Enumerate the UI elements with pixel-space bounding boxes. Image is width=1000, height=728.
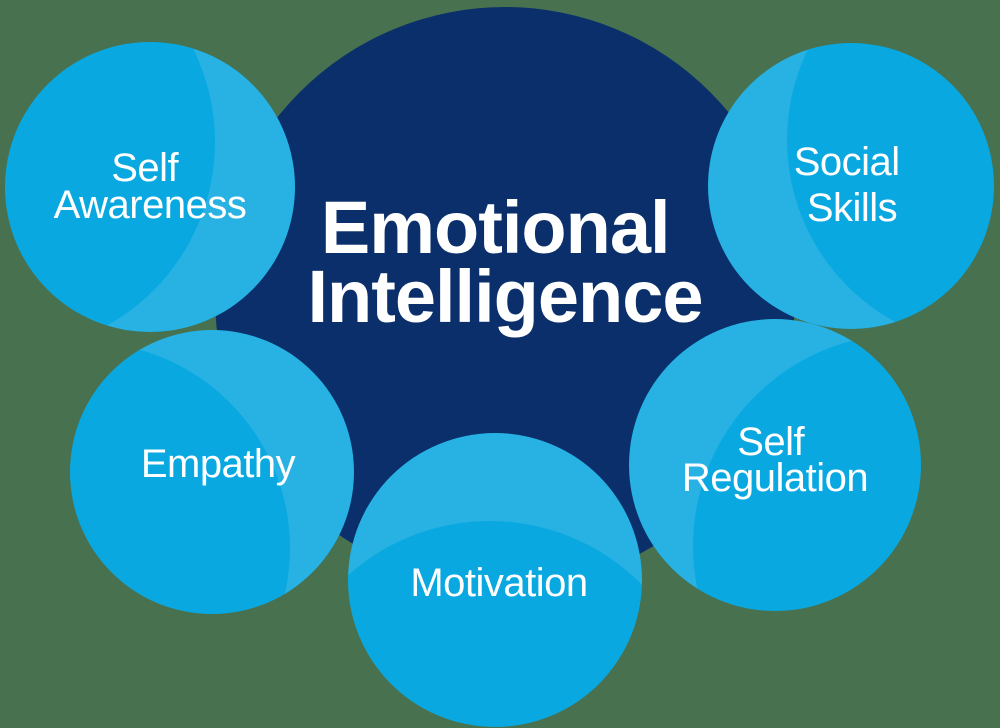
social-skills-label-line1: Social (794, 140, 900, 184)
motivation-label: Motivation (410, 561, 587, 605)
self-awareness-label: Self Awareness (54, 146, 247, 227)
self-awareness-label-line1: Self (111, 146, 179, 190)
self-regulation-label-line1: Self (737, 420, 805, 464)
social-skills-highlight (708, 43, 994, 329)
social-skills-label-line2: Skills (807, 186, 897, 230)
self-regulation-circle-group: Self Regulation (629, 319, 921, 611)
empathy-circle (70, 330, 354, 614)
self-regulation-circle (629, 319, 921, 611)
self-awareness-highlight (5, 42, 295, 332)
motivation-circle-group: Motivation (348, 433, 642, 727)
social-skills-circle-group: Social Skills (708, 43, 994, 329)
self-awareness-circle (5, 42, 295, 332)
motivation-highlight (348, 433, 642, 727)
social-skills-label: Social Skills (794, 140, 911, 230)
social-skills-circle (708, 43, 994, 329)
empathy-label: Empathy (141, 442, 296, 486)
self-regulation-label: Self Regulation (682, 420, 868, 500)
center-title-line2: Intelligence (307, 255, 702, 338)
center-title: Emotional Intelligence (307, 186, 702, 338)
self-regulation-label-line2: Regulation (682, 456, 868, 500)
empathy-highlight (70, 330, 354, 614)
motivation-circle (348, 433, 642, 727)
empathy-label-line1: Empathy (141, 442, 296, 486)
self-awareness-label-line2: Awareness (54, 183, 247, 227)
motivation-label-line1: Motivation (410, 561, 587, 605)
self-awareness-circle-group: Self Awareness (5, 42, 295, 332)
center-title-line1: Emotional (321, 186, 670, 269)
empathy-circle-group: Empathy (70, 330, 354, 614)
self-regulation-highlight (629, 319, 921, 611)
